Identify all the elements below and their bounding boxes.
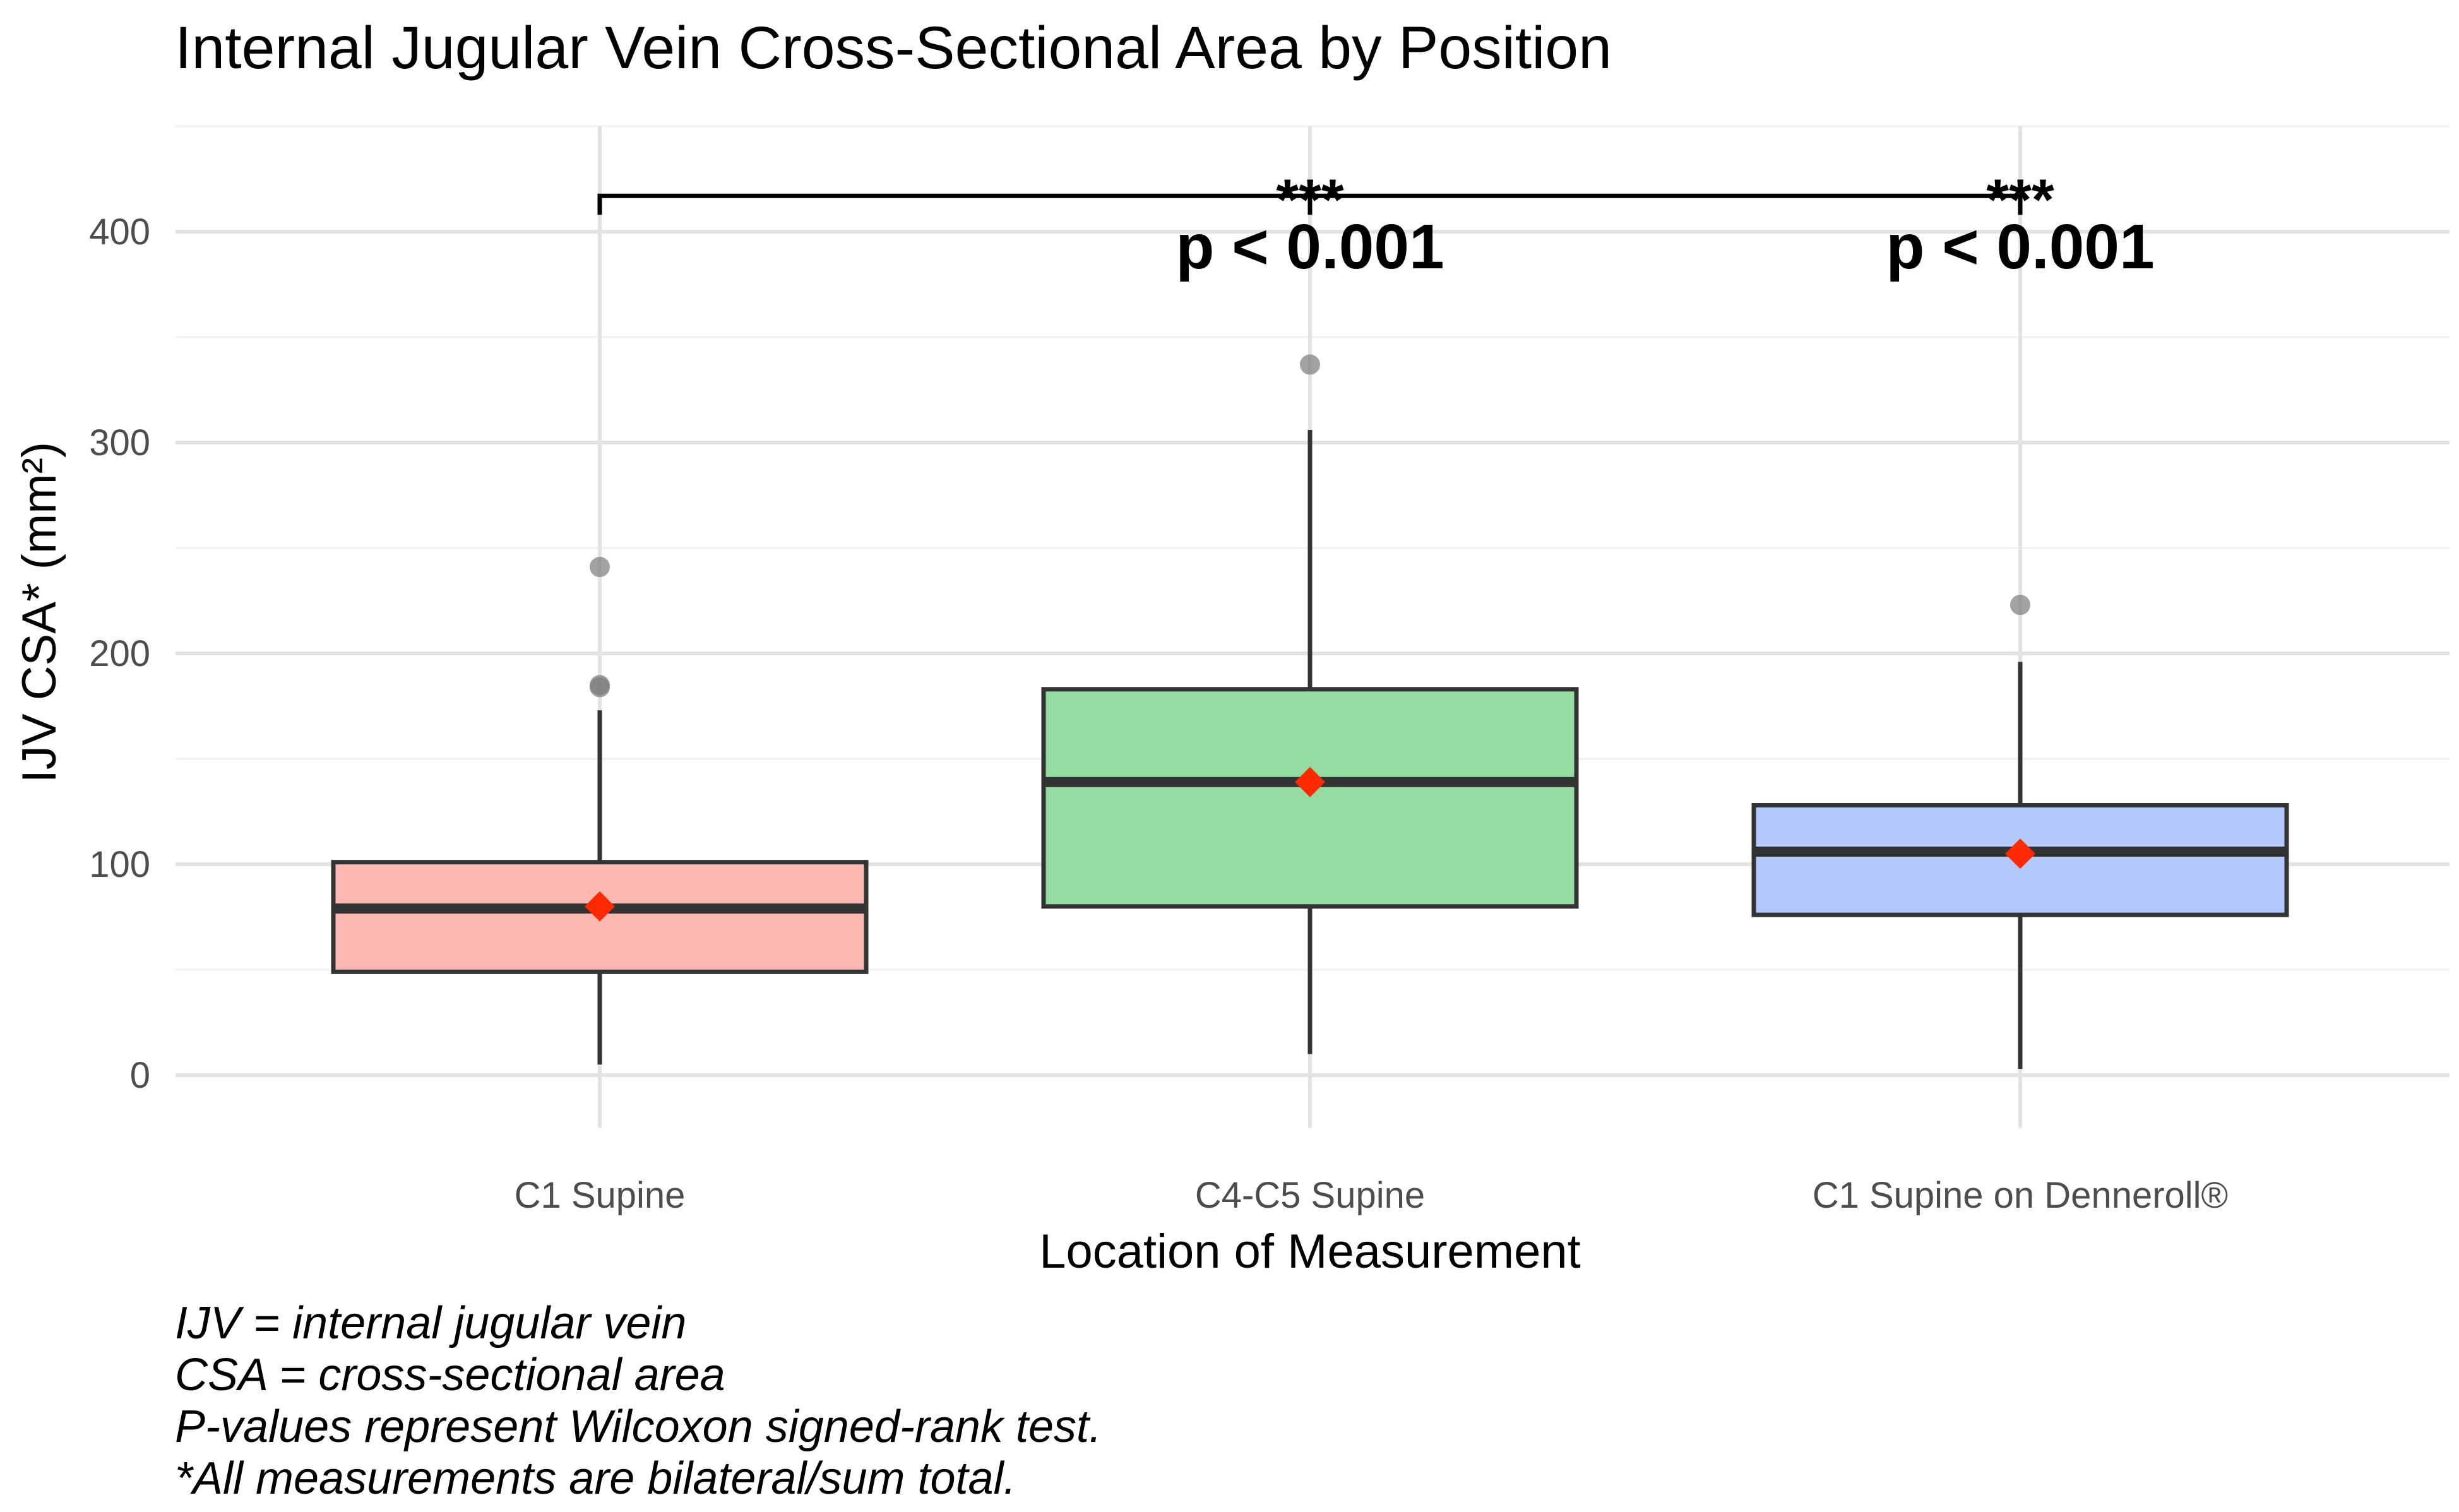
significance-stars: *** [1276,168,1344,232]
outlier-point [1300,354,1320,375]
outlier-point [2010,595,2030,616]
x-axis-title: Location of Measurement [1039,1225,1581,1278]
y-tick-label: 200 [89,633,150,674]
y-tick-label: 300 [89,422,150,463]
box-group [331,557,869,1065]
mean-marker [585,891,615,922]
y-tick-label: 100 [89,844,150,885]
caption-line: IJV = internal jugular vein [175,1298,686,1348]
outlier-point [590,677,610,698]
x-axis-ticks: C1 Supine C4-C5 Supine C1 Supine on Denner… [515,1175,2229,1216]
caption-line: *All measurements are bilateral/sum tota… [175,1453,1016,1504]
outlier-point [590,557,610,578]
caption-line: CSA = cross-sectional area [175,1350,725,1400]
y-axis-ticks: 0 100 200 300 400 [89,211,150,1096]
y-tick-label: 0 [130,1055,150,1096]
box [1041,687,1579,909]
p-value-label: p < 0.001 [1886,211,2154,282]
x-tick-label: C4-C5 Supine [1195,1175,1425,1216]
caption-line: P-values represent Wilcoxon signed-rank … [175,1402,1102,1452]
x-tick-label: C1 Supine on Denneroll® [1813,1175,2229,1216]
x-tick-label: C1 Supine [515,1175,686,1216]
chart-title: Internal Jugular Vein Cross-Sectional Ar… [175,15,1612,81]
y-tick-label: 400 [89,211,150,253]
mean-marker [1295,766,1325,797]
significance-annotations: ***p < 0.001***p < 0.001 [597,168,2155,282]
p-value-label: p < 0.001 [1176,211,1444,282]
boxes [331,354,2289,1069]
y-axis-title: IJV CSA* (mm²) [13,442,66,783]
box-group [1751,595,2289,1069]
box-group [1041,354,1579,1054]
mean-marker [2005,838,2035,869]
significance-stars: *** [1986,168,2054,232]
